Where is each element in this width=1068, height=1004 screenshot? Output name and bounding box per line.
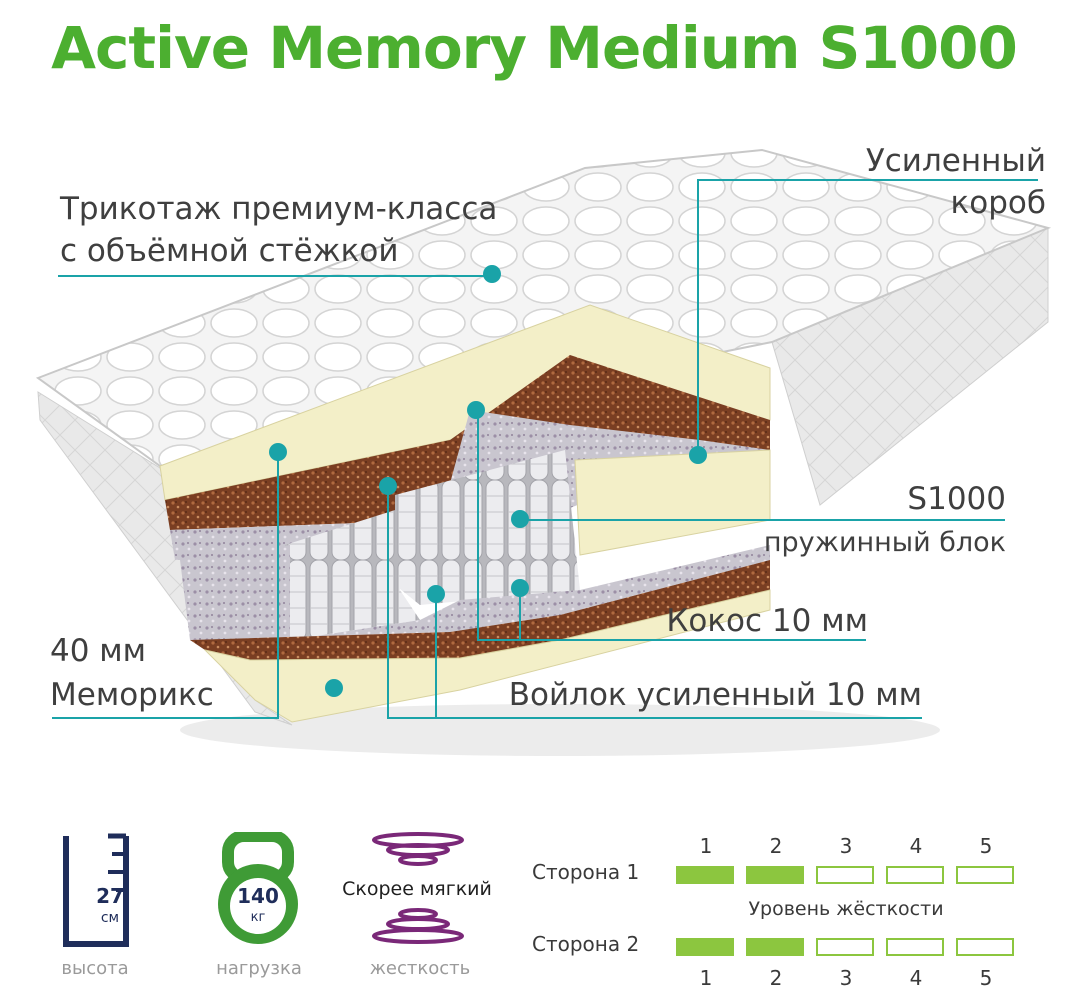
level-bottom-4: 4 [909, 966, 923, 990]
rating-cell-2 [746, 938, 804, 956]
firmness-value: Скорее мягкий [342, 878, 492, 900]
label-box-line1: Усиленный [865, 143, 1046, 179]
level-bottom-3: 3 [839, 966, 853, 990]
felt-layer-bottom [180, 545, 770, 640]
firmness-caption: жесткость [369, 958, 471, 979]
level-top-3: 3 [839, 834, 853, 858]
load-caption: нагрузка [216, 958, 302, 979]
rating-cell-5 [956, 866, 1014, 884]
spring-block-front [285, 510, 420, 640]
label-knit-line1: Трикотаж премиум-класса [60, 191, 498, 227]
level-top-2: 2 [769, 834, 783, 858]
label-spring-line2: пружинный блок [763, 527, 1006, 558]
height-caption: высота [61, 958, 129, 979]
level-top-1: 1 [699, 834, 713, 858]
load-unit: кг [250, 910, 266, 925]
label-box-line2: короб [950, 185, 1046, 221]
load-value: 140 [237, 884, 279, 908]
rating-cell-2 [746, 866, 804, 884]
level-top-4: 4 [909, 834, 923, 858]
label-spring-line1: S1000 [907, 481, 1006, 517]
label-felt: Войлок усиленный 10 мм [508, 677, 922, 713]
rating-cell-3 [816, 938, 874, 956]
callout-dots [269, 265, 707, 697]
rating-cell-5 [956, 938, 1014, 956]
label-knit-line2: с объёмной стёжкой [60, 233, 399, 269]
level-bottom-1: 1 [699, 966, 713, 990]
rating-cell-4 [886, 866, 944, 884]
rating-cell-1 [676, 866, 734, 884]
height-value: 27 [96, 884, 124, 908]
label-memory-line2: Меморикс [50, 677, 214, 713]
label-memory-line1: 40 мм [50, 633, 147, 669]
level-top-5: 5 [979, 834, 993, 858]
height-unit: см [100, 910, 120, 926]
product-title: Active Memory Medium S1000 [51, 14, 1018, 82]
firmness-scale-title: Уровень жёсткости [748, 898, 944, 920]
label-coconut: Кокос 10 мм [666, 603, 868, 639]
spring-block [395, 450, 580, 605]
rating-cell-1 [676, 938, 734, 956]
spring-icon [372, 832, 464, 944]
level-bottom-5: 5 [979, 966, 993, 990]
rating-cell-4 [886, 938, 944, 956]
weight-icon [218, 832, 298, 944]
callout-lines [52, 179, 1038, 719]
level-bottom-2: 2 [769, 966, 783, 990]
ruler-icon [63, 833, 129, 947]
rating-cell-3 [816, 866, 874, 884]
memory-foam-right [574, 449, 771, 556]
side-2-label: Сторона 2 [532, 932, 640, 956]
memory-foam-bottom [203, 589, 771, 723]
side-1-label: Сторона 1 [532, 860, 640, 884]
